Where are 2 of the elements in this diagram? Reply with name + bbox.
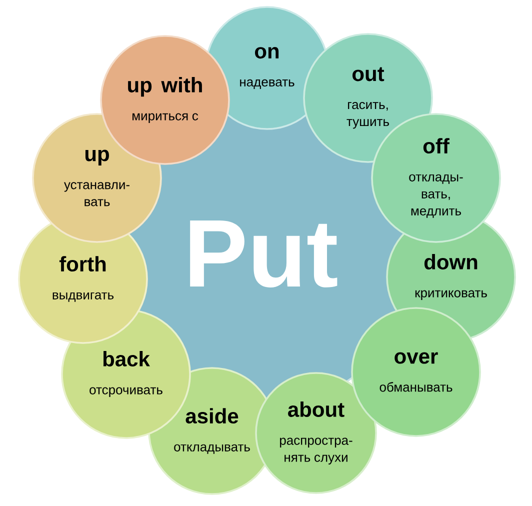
bubble: over обманывать	[351, 307, 481, 437]
bubble: about распростра- нять слухи	[255, 372, 377, 494]
